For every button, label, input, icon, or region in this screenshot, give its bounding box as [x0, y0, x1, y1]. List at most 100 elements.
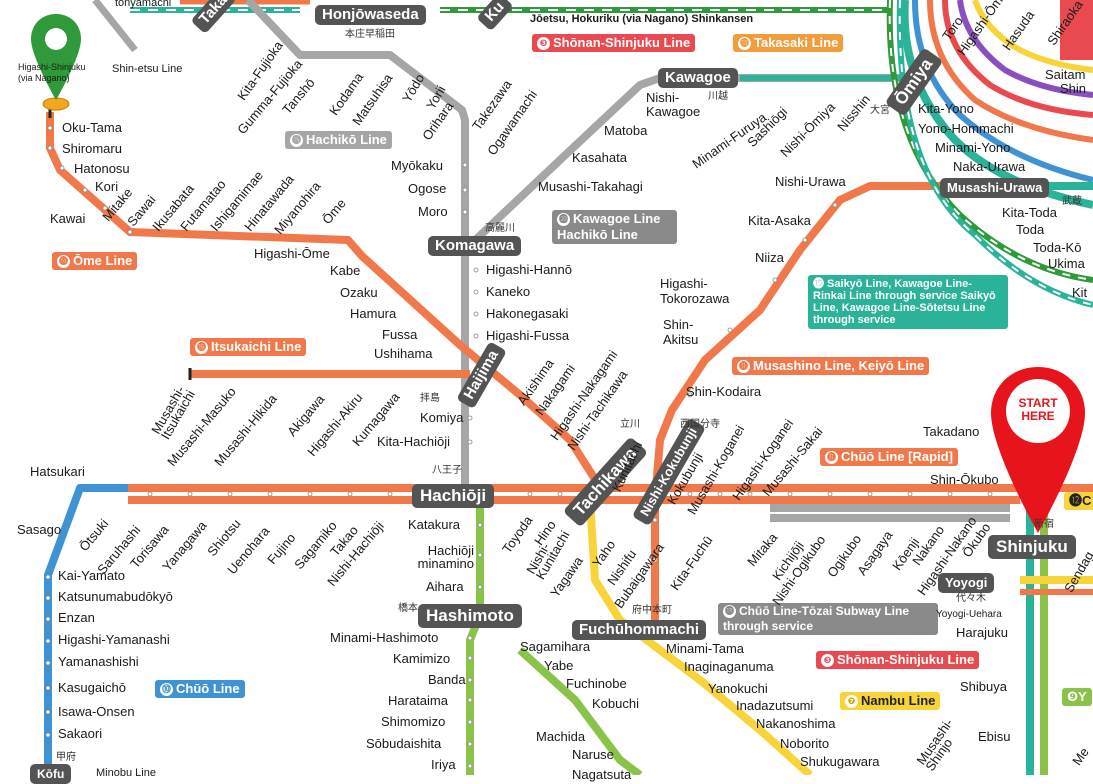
- station-myokaku[interactable]: Myōkaku: [391, 158, 444, 173]
- station-kawai[interactable]: Kawai: [50, 211, 86, 226]
- station-jp-kofu: 甲府: [56, 752, 76, 763]
- station-iriya[interactable]: Iriya: [431, 757, 456, 772]
- station-higashi-yamanashi[interactable]: Higashi-Yamanashi: [58, 632, 170, 647]
- station-yono-hommachi[interactable]: Yono-Hommachi: [918, 121, 1014, 136]
- hub-honjowaseda[interactable]: Honjōwaseda: [315, 5, 426, 25]
- hub-kawagoe[interactable]: Kawagoe: [658, 68, 738, 88]
- station-ogose[interactable]: Ogose: [408, 181, 447, 196]
- station-naka-urawa[interactable]: Naka-Urawa: [953, 159, 1026, 174]
- hub-musashi-urawa[interactable]: Musashi-Urawa: [940, 178, 1050, 198]
- station-shin-kodaira[interactable]: Shin-Kodaira: [686, 384, 762, 399]
- station-kamimizo[interactable]: Kamimizo: [393, 651, 451, 666]
- station-kita-asaka[interactable]: Kita-Asaka: [748, 213, 811, 228]
- station-katakura[interactable]: Katakura: [408, 517, 461, 532]
- station-takadanobaba[interactable]: Takadano: [923, 424, 980, 439]
- station-kita-hachioji[interactable]: Kita-Hachiōji: [377, 434, 450, 449]
- station-kaneko[interactable]: Kaneko: [486, 284, 531, 299]
- hub-yoyogi[interactable]: Yoyogi: [938, 573, 995, 593]
- station-hachioji-minamino[interactable]: Hachiōji minamino: [417, 543, 474, 571]
- station-kasahata[interactable]: Kasahata: [572, 150, 627, 165]
- station-kai-yamato[interactable]: Kai-Yamato: [58, 568, 125, 583]
- station-minami-tama[interactable]: Minami-Tama: [666, 641, 745, 656]
- station-hamura[interactable]: Hamura: [350, 306, 397, 321]
- station-higashi-tokorozawa[interactable]: Higashi-Tokorozawa: [660, 276, 730, 306]
- station-higashi-hanno[interactable]: Higashi-Hannō: [486, 262, 572, 277]
- station-minami-yono[interactable]: Minami-Yono: [935, 140, 1011, 155]
- station-shimomizo[interactable]: Shimomizo: [381, 714, 446, 729]
- station-shin[interactable]: Shin: [1060, 81, 1087, 96]
- station-kobuchi[interactable]: Kobuchi: [592, 696, 639, 711]
- station-kita-toda[interactable]: Kita-Toda: [1002, 205, 1057, 220]
- station-kasugaicho[interactable]: Kasugaichō: [58, 680, 126, 695]
- station-ozaku[interactable]: Ozaku: [340, 285, 378, 300]
- station-minami-hashimoto[interactable]: Minami-Hashimoto: [330, 630, 439, 645]
- station-musashi-takahagi[interactable]: Musashi-Takahagi: [538, 179, 643, 194]
- station-fuchinobe[interactable]: Fuchinobe: [566, 676, 627, 691]
- station-machida[interactable]: Machida: [536, 729, 586, 744]
- station-niiza[interactable]: Niiza: [755, 250, 784, 265]
- station-nakanoshima[interactable]: Nakanoshima: [756, 716, 836, 731]
- station-yamanashishi[interactable]: Yamanashishi: [58, 654, 139, 669]
- station-kita-cut[interactable]: Kit: [1072, 285, 1088, 300]
- hub-shinjuku[interactable]: Shinjuku: [988, 535, 1076, 559]
- goal-pin-icon[interactable]: [27, 12, 89, 112]
- station-ukima[interactable]: Ukima: [1048, 256, 1085, 271]
- station-tonyamachi[interactable]: tonyamachi: [115, 0, 172, 9]
- station-yanokuchi[interactable]: Yanokuchi: [708, 681, 768, 696]
- hub-fuchuhommachi[interactable]: Fuchūhommachi: [572, 620, 707, 640]
- station-matoba[interactable]: Matoba: [604, 123, 648, 138]
- station-sakaori[interactable]: Sakaori: [58, 726, 103, 741]
- station-inaginaganuma[interactable]: Inaginaganuma: [684, 659, 774, 674]
- station-yoyogi-uehara[interactable]: Yoyogi-Uehara: [936, 609, 1002, 620]
- station-sasago[interactable]: Sasago: [17, 522, 62, 537]
- station-naruse[interactable]: Naruse: [572, 747, 614, 762]
- station-fussa[interactable]: Fussa: [382, 327, 418, 342]
- station-hatsukari[interactable]: Hatsukari: [30, 464, 85, 479]
- station-shin-akitsu[interactable]: Shin-Akitsu: [663, 317, 699, 347]
- station-oku-tama[interactable]: Oku-Tama: [62, 120, 122, 135]
- station-toda[interactable]: Toda: [1016, 222, 1045, 237]
- station-nishi-kawagoe[interactable]: Nishi-Kawagoe: [646, 90, 701, 119]
- station-inadazutsumi[interactable]: Inadazutsumi: [736, 698, 814, 713]
- hub-kofu[interactable]: Kōfu: [30, 764, 72, 784]
- station-enzan[interactable]: Enzan: [58, 610, 95, 625]
- station-nagatsuta[interactable]: Nagatsuta: [572, 767, 632, 782]
- station-harajuku[interactable]: Harajuku: [956, 625, 1009, 640]
- station-isawa-onsen[interactable]: Isawa-Onsen: [58, 704, 135, 719]
- station-katsunumabudokyo[interactable]: Katsunumabudōkyō: [58, 589, 173, 604]
- station-saitama[interactable]: Saitam: [1045, 67, 1086, 82]
- station-nishi-urawa[interactable]: Nishi-Urawa: [775, 174, 846, 189]
- hub-hachioji[interactable]: Hachiōji: [412, 484, 495, 508]
- station-kita-yono[interactable]: Kita-Yono: [918, 101, 974, 116]
- station-kabe[interactable]: Kabe: [330, 263, 361, 278]
- label-minobu: Minobu Line: [96, 767, 156, 779]
- hub-hashimoto[interactable]: Hashimoto: [418, 604, 522, 628]
- station-sobudaishita[interactable]: Sōbudaishita: [366, 736, 442, 751]
- station-yabe[interactable]: Yabe: [544, 658, 574, 673]
- start-pin-icon[interactable]: [988, 365, 1088, 535]
- station-jp-nishi-kokubunji: 西国分寺: [680, 419, 720, 430]
- station-sagamihara[interactable]: Sagamihara: [520, 639, 591, 654]
- station-noborito[interactable]: Noborito: [780, 736, 830, 751]
- station-kori[interactable]: Kori: [95, 179, 119, 194]
- station-higashi-ome[interactable]: Higashi-Ōme: [254, 246, 330, 261]
- station-aihara[interactable]: Aihara: [426, 579, 464, 594]
- station-harataima[interactable]: Harataima: [388, 693, 448, 708]
- station-jp-tachikawa: 立川: [620, 419, 640, 430]
- station-shibuya[interactable]: Shibuya: [960, 679, 1007, 694]
- station-toda-koen[interactable]: Toda-Kō: [1033, 240, 1082, 255]
- station-komiya[interactable]: Komiya: [420, 410, 464, 425]
- station-ebisu[interactable]: Ebisu: [978, 729, 1011, 744]
- station-hakonegasaki[interactable]: Hakonegasaki: [486, 306, 569, 321]
- station-higashi-shinjuku[interactable]: Higashi-Shinjuku (via Nagano): [18, 62, 86, 83]
- station-shin-okubo[interactable]: Shin-Ōkubo: [930, 472, 999, 487]
- hub-komagawa[interactable]: Komagawa: [428, 236, 522, 256]
- station-hatonosu[interactable]: Hatonosu: [74, 161, 130, 176]
- station-banda[interactable]: Banda: [428, 672, 466, 687]
- station-shiromaru[interactable]: Shiromaru: [62, 141, 122, 156]
- station-ushihama[interactable]: Ushihama: [374, 346, 433, 361]
- station-shukugawara[interactable]: Shukugawara: [800, 754, 880, 769]
- station-higashi-fussa[interactable]: Higashi-Fussa: [486, 328, 570, 343]
- station-moro[interactable]: Moro: [418, 204, 448, 219]
